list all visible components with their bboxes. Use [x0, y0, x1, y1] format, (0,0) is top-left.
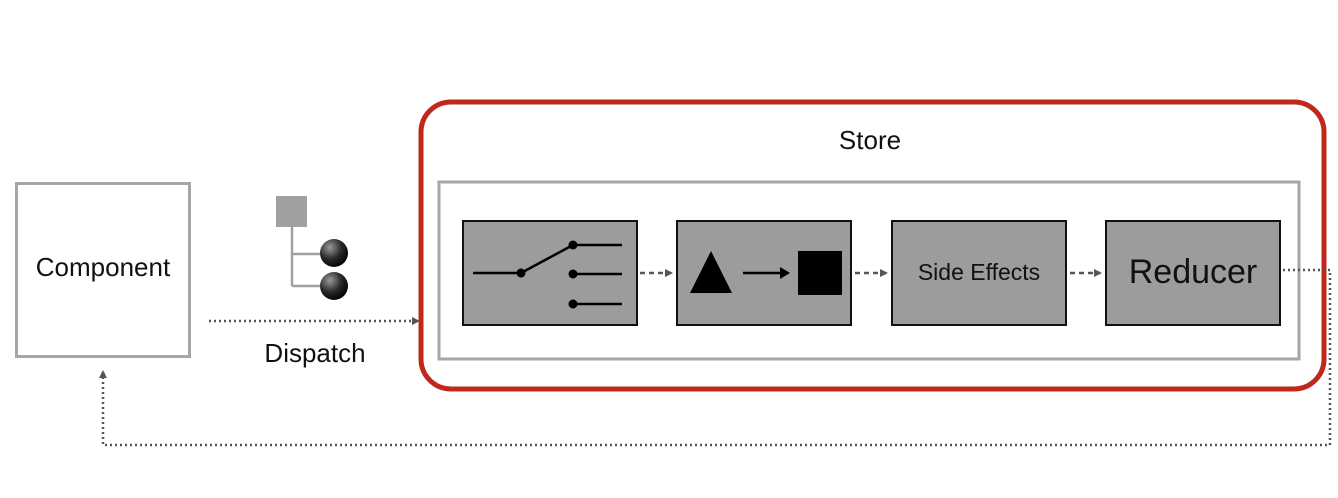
component-label: Component [35, 252, 171, 282]
dispatch-label: Dispatch [264, 338, 366, 368]
reducer-label: Reducer [1128, 253, 1258, 291]
triangle-icon [690, 251, 732, 293]
arrow-icon [743, 267, 790, 279]
action-circle-icon [320, 272, 348, 300]
store-container [418, 99, 1327, 392]
return-loop [99, 268, 1332, 447]
store-label: Store [838, 125, 902, 155]
action-icon [276, 196, 348, 300]
stage-reducer [1105, 220, 1281, 326]
action-circle-icon [320, 239, 348, 267]
side-effects-label: Side Effects [917, 259, 1041, 285]
stage-switch [462, 220, 638, 326]
component-box [15, 182, 191, 358]
square-icon [798, 251, 842, 295]
stage-transform [676, 220, 852, 326]
action-square-icon [276, 196, 307, 227]
stage-side-effects [891, 220, 1067, 326]
switch-icon [473, 240, 622, 309]
